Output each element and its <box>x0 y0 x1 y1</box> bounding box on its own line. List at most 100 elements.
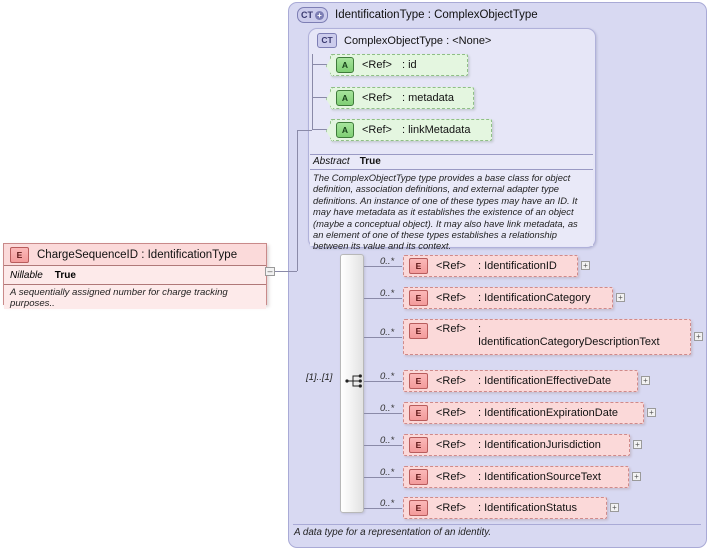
element-icon: E <box>10 246 29 263</box>
element-name: : IdentificationSourceText <box>477 470 601 483</box>
footer-divider <box>293 524 701 525</box>
element-row-identificationcategory[interactable]: E <Ref> : IdentificationCategory <box>403 287 613 309</box>
element-icon: E <box>409 437 428 453</box>
element-name: : IdentificationExpirationDate <box>477 406 618 419</box>
attribute-row-id[interactable]: A <Ref> : id <box>326 54 468 77</box>
attr-branch-3 <box>312 129 328 130</box>
attr-branch-1 <box>312 64 328 65</box>
element-divider-top <box>4 265 266 266</box>
element-ref: <Ref> <box>436 471 466 483</box>
element-expand-button[interactable]: + <box>616 293 625 302</box>
attr-branch-2 <box>312 97 328 98</box>
plus-glyph: + <box>315 10 324 20</box>
attr-tree-trunk <box>312 54 313 130</box>
element-cardinality: 0..* <box>380 371 395 382</box>
abstract-value: True <box>359 156 381 167</box>
attribute-name: : metadata <box>401 92 454 104</box>
annotation-divider-top <box>310 154 593 155</box>
element-expand-button[interactable]: + <box>694 332 703 341</box>
attribute-ref: <Ref> <box>362 59 392 71</box>
nillable-row: Nillable True <box>4 266 266 284</box>
base-type-annotation: Abstract True The ComplexObjectType type… <box>310 154 593 251</box>
base-type-documentation: The ComplexObjectType type provides a ba… <box>313 172 578 252</box>
element-link-4 <box>364 381 402 382</box>
complex-type-expand-icon[interactable]: CT+ <box>297 7 328 23</box>
element-expand-button[interactable]: + <box>632 472 641 481</box>
attribute-ref: <Ref> <box>362 124 392 136</box>
element-ref: <Ref> <box>436 323 466 335</box>
element-icon: E <box>409 405 428 421</box>
attribute-ref: <Ref> <box>362 92 392 104</box>
element-expand-button[interactable]: + <box>647 408 656 417</box>
element-row-identificationid[interactable]: E <Ref> : IdentificationID <box>403 255 578 277</box>
element-ref: <Ref> <box>436 407 466 419</box>
sequence-cardinality: [1]..[1] <box>306 372 333 383</box>
element-icon: E <box>409 290 428 306</box>
sequence-connector-icon <box>345 374 362 388</box>
element-link-6 <box>364 445 402 446</box>
element-link-5 <box>364 413 402 414</box>
complex-type-title: IdentificationType : ComplexObjectType <box>335 9 538 21</box>
element-collapse-button[interactable]: – <box>265 267 275 276</box>
element-row-identificationjurisdiction[interactable]: E <Ref> : IdentificationJurisdiction <box>403 434 630 456</box>
element-definition-title: ChargeSequenceID : IdentificationType <box>37 248 238 261</box>
element-to-type-link <box>275 271 297 272</box>
nillable-value: True <box>54 269 76 281</box>
base-type-header: CT ComplexObjectType : <None> <box>317 33 491 48</box>
element-row-identificationcategorydescriptiontext[interactable]: E <Ref> : IdentificationCategoryDescript… <box>403 319 691 355</box>
element-link-3 <box>364 337 402 338</box>
element-ref: <Ref> <box>436 292 466 304</box>
element-divider-mid <box>4 284 266 285</box>
element-cardinality: 0..* <box>380 327 395 338</box>
element-name: : IdentificationCategoryDescriptionText <box>477 323 660 348</box>
element-link-1 <box>364 266 402 267</box>
element-ref: <Ref> <box>436 375 466 387</box>
complex-type-header: CT+ IdentificationType : ComplexObjectTy… <box>297 7 538 23</box>
sequence-bar <box>340 254 364 513</box>
element-documentation: A sequentially assigned number for charg… <box>4 285 266 309</box>
element-cardinality: 0..* <box>380 435 395 446</box>
element-definition-header: E ChargeSequenceID : IdentificationType <box>4 244 266 265</box>
element-cardinality: 0..* <box>380 256 395 267</box>
base-root-join <box>297 130 312 131</box>
element-cardinality: 0..* <box>380 467 395 478</box>
base-to-root-link <box>297 130 298 271</box>
element-ref: <Ref> <box>436 502 466 514</box>
element-ref: <Ref> <box>436 260 466 272</box>
element-expand-button[interactable]: + <box>633 440 642 449</box>
element-name: : IdentificationID <box>477 259 557 272</box>
element-name: : IdentificationCategory <box>477 291 591 304</box>
element-expand-button[interactable]: + <box>641 376 650 385</box>
element-row-identificationsourcetext[interactable]: E <Ref> : IdentificationSourceText <box>403 466 629 488</box>
element-row-identificationeffectivedate[interactable]: E <Ref> : IdentificationEffectiveDate <box>403 370 638 392</box>
attribute-icon: A <box>336 57 354 73</box>
attribute-name: : id <box>401 59 417 71</box>
element-name: : IdentificationEffectiveDate <box>477 374 612 387</box>
attribute-row-linkmetadata[interactable]: A <Ref> : linkMetadata <box>326 119 492 142</box>
element-expand-button[interactable]: + <box>581 261 590 270</box>
element-row-identificationstatus[interactable]: E <Ref> : IdentificationStatus <box>403 497 607 519</box>
complex-type-documentation: A data type for a representation of an i… <box>294 527 492 538</box>
annotation-divider-mid <box>310 169 593 170</box>
element-expand-button[interactable]: + <box>610 503 619 512</box>
abstract-label: Abstract <box>313 156 350 167</box>
element-link-8 <box>364 508 402 509</box>
attribute-name: : linkMetadata <box>401 124 471 136</box>
base-type-title: ComplexObjectType : <None> <box>344 34 492 47</box>
attribute-icon: A <box>336 90 354 106</box>
element-icon: E <box>409 500 428 516</box>
attribute-row-metadata[interactable]: A <Ref> : metadata <box>326 87 474 110</box>
ct-badge-label: CT <box>301 9 313 20</box>
element-ref: <Ref> <box>436 439 466 451</box>
element-icon: E <box>409 323 428 339</box>
attribute-icon: A <box>336 122 354 138</box>
element-row-identificationexpirationdate[interactable]: E <Ref> : IdentificationExpirationDate <box>403 402 644 424</box>
element-link-7 <box>364 477 402 478</box>
element-link-2 <box>364 298 402 299</box>
element-definition-box[interactable]: E ChargeSequenceID : IdentificationType … <box>3 243 267 309</box>
abstract-row: Abstract True <box>310 155 593 169</box>
element-cardinality: 0..* <box>380 498 395 509</box>
element-icon: E <box>409 469 428 485</box>
element-cardinality: 0..* <box>380 403 395 414</box>
